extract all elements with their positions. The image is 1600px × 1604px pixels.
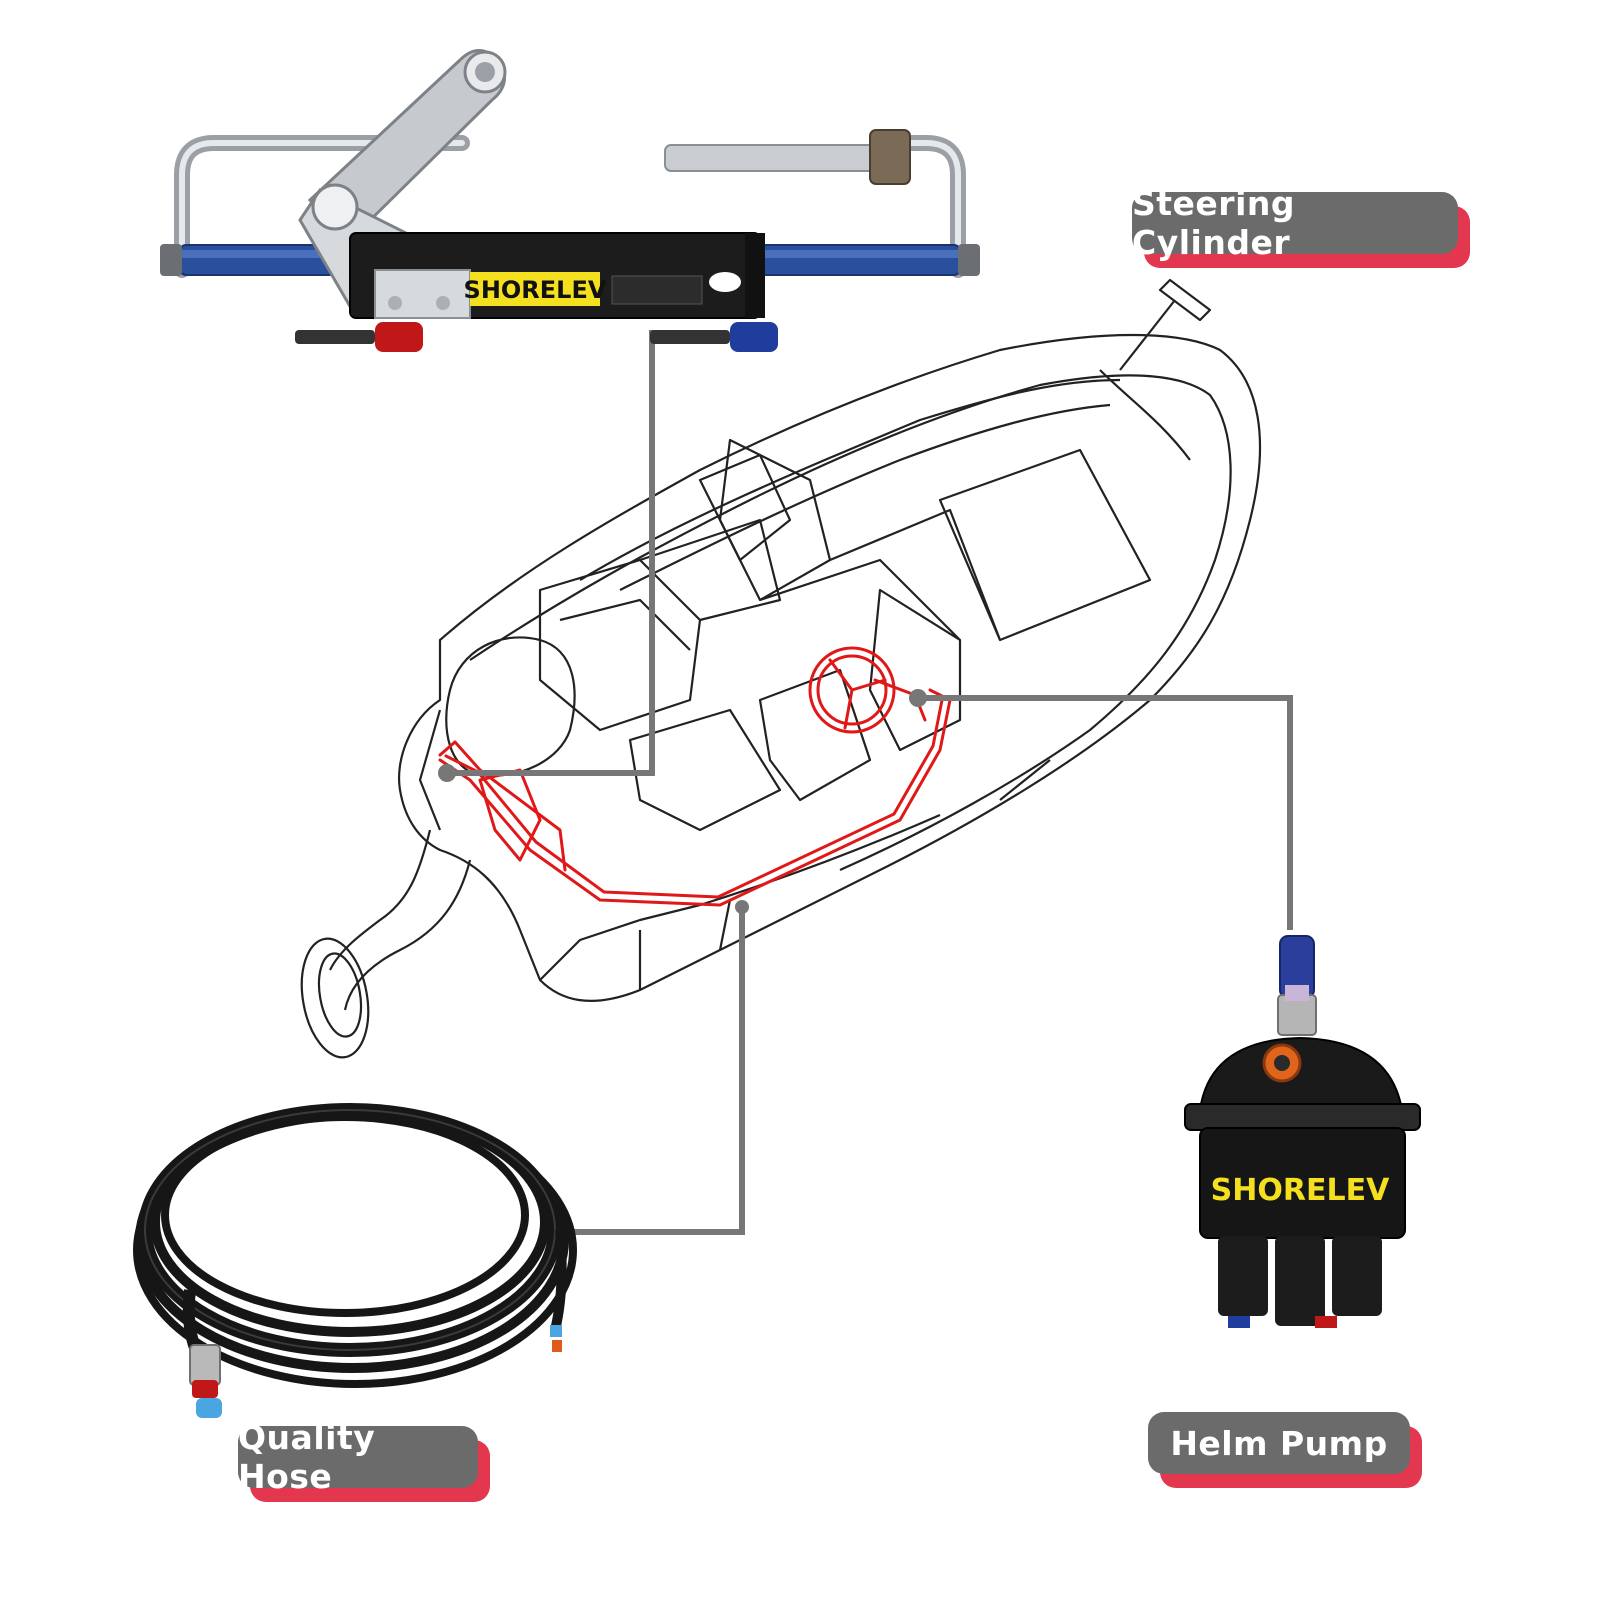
connector-helm: [918, 695, 1293, 930]
helm-pump-icon: SHORELEV: [1184, 935, 1421, 1328]
quality-hose-label: Quality Hose: [238, 1418, 490, 1502]
connector-cylinder: [447, 330, 655, 776]
connector-dot-cylinder: [438, 764, 456, 782]
steering-cylinder-icon: SHORELEV: [160, 49, 980, 352]
steering-cylinder-label-text: Steering Cylinder: [1132, 184, 1458, 262]
connector-lines: [447, 330, 1293, 1235]
connector-hose: [553, 907, 745, 1235]
connector-dot-hose: [735, 900, 749, 914]
boat-outline-icon: [300, 278, 1262, 1059]
helm-pump-label: Helm Pump: [1148, 1412, 1422, 1488]
quality-hose-label-text: Quality Hose: [238, 1418, 478, 1496]
connector-dot-helm: [909, 689, 927, 707]
hose-coil-icon: [133, 1103, 577, 1418]
steering-cylinder-label: Steering Cylinder: [1132, 184, 1470, 268]
hydraulic-line-icon: [438, 646, 952, 907]
cylinder-brand-text: SHORELEV: [464, 276, 607, 304]
pump-brand-text: SHORELEV: [1211, 1173, 1390, 1208]
helm-pump-label-text: Helm Pump: [1148, 1412, 1410, 1474]
